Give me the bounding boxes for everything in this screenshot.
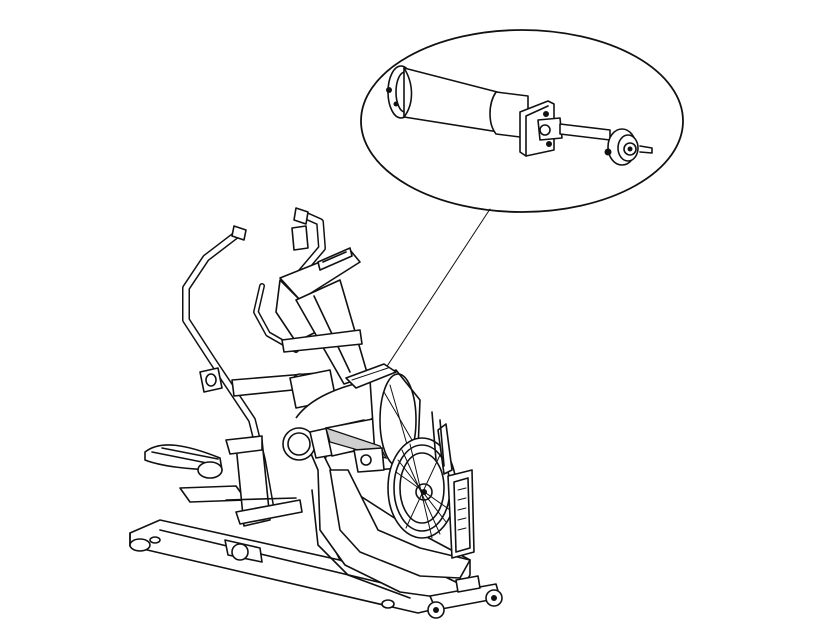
base-rail [129,519,453,614]
left-pedal [144,444,247,503]
cross-trainer-machine [129,207,503,619]
resistance-cylinder [325,427,388,473]
callout-leader-line [377,208,491,381]
callout-ellipse [360,29,684,213]
rear-wheels [427,575,503,619]
detail-callout [360,29,684,381]
cylinder-detail [386,65,653,166]
main-flywheel [387,437,457,539]
console-display [275,247,369,385]
left-post [225,435,303,527]
control-board [431,411,475,559]
